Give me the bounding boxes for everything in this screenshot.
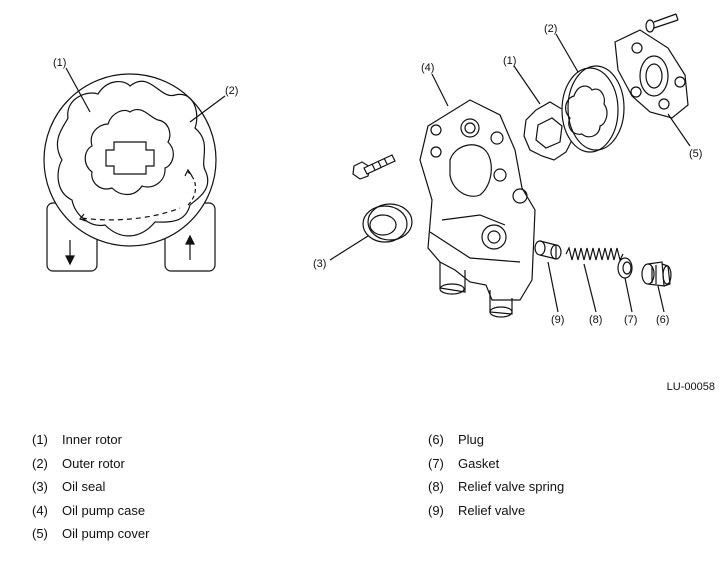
flow-arrow [187,171,197,206]
oil-pump-cover [614,29,689,119]
legend-label: Relief valve [458,502,526,518]
oil-pump-case [419,99,536,318]
legend-number: (8) [428,479,444,495]
flow-arrow [81,207,181,221]
leader-line [189,95,226,123]
legend-number: (5) [32,526,48,542]
legend-number: (3) [32,479,48,495]
figure-id: LU-00058 [666,381,715,393]
legend-item: (7) Gasket [428,452,564,476]
leader-line [65,67,91,113]
leader-line [555,33,579,73]
legend-label: Relief valve spring [458,479,565,495]
leader-line [657,285,665,313]
callout-inner-rotor: (1) [503,55,516,67]
callout-outer-rotor: (2) [544,23,557,35]
legend-label: Gasket [458,455,500,471]
relief-valve [534,240,562,260]
legend-left: (1) Inner rotor (2) Outer rotor (3) Oil … [32,428,149,546]
callout-inner-rotor-left: (1) [53,57,66,69]
outlet-arrow-head [185,234,195,245]
legend-label: Oil pump case [62,502,146,518]
leader-line [431,73,449,107]
leader-line [667,113,691,147]
legend-item: (8) Relief valve spring [428,475,564,499]
legend-item: (9) Relief valve [428,499,564,523]
legend-label: Plug [458,432,485,448]
plug [641,261,672,287]
legend-number: (7) [428,455,444,471]
callout-gasket: (7) [624,314,637,326]
outer-rotor-outline [56,80,209,237]
flow-arrow-head [184,168,193,177]
callout-plug: (6) [656,314,669,326]
legend-number: (9) [428,502,444,518]
legend-label: Oil pump cover [62,526,150,542]
cover-screw [645,13,679,33]
legend-number: (2) [32,455,48,471]
legend-number: (6) [428,432,444,448]
callout-pump-cover: (5) [689,148,702,160]
gasket [617,257,633,279]
legend-item: (1) Inner rotor [32,428,149,452]
legend-number: (4) [32,502,48,518]
callout-relief-valve: (9) [551,314,564,326]
inlet-arrow-head [65,255,75,266]
outer-rotor [561,65,625,153]
legend-item: (3) Oil seal [32,475,149,499]
relief-valve-spring [565,246,624,262]
oil-seal [362,203,413,243]
legend-number: (1) [32,432,48,448]
legend-item: (2) Outer rotor [32,452,149,476]
flow-arrow-head [78,213,87,222]
leader-line [624,277,633,313]
pump-body-circle [43,73,217,247]
legend-item: (5) Oil pump cover [32,522,149,546]
rotor-operation-diagram: (1) (2) [43,57,238,272]
leader-line [513,65,541,105]
leader-line [583,263,597,313]
bolt [352,154,396,180]
legend-label: Inner rotor [62,432,122,448]
legend-label: Oil seal [62,479,106,495]
inner-rotor-outline [84,108,174,196]
leader-line [547,261,559,313]
legend-label: Outer rotor [62,455,125,471]
exploded-view: (3) (4) (1) [313,13,702,326]
oil-pump-exploded-diagram: (1) (2) (3) [43,13,702,326]
callout-outer-rotor-left: (2) [225,85,238,97]
inner-rotor [523,101,575,161]
legend-right: (6) Plug (7) Gasket (8) Relief valve spr… [428,428,564,522]
callout-pump-case: (4) [421,62,434,74]
legend-item: (4) Oil pump case [32,499,149,523]
legend-item: (6) Plug [428,428,564,452]
callout-oil-seal: (3) [313,258,326,270]
leader-line [329,235,369,261]
callout-spring: (8) [589,314,602,326]
shaft-hole [105,141,155,175]
